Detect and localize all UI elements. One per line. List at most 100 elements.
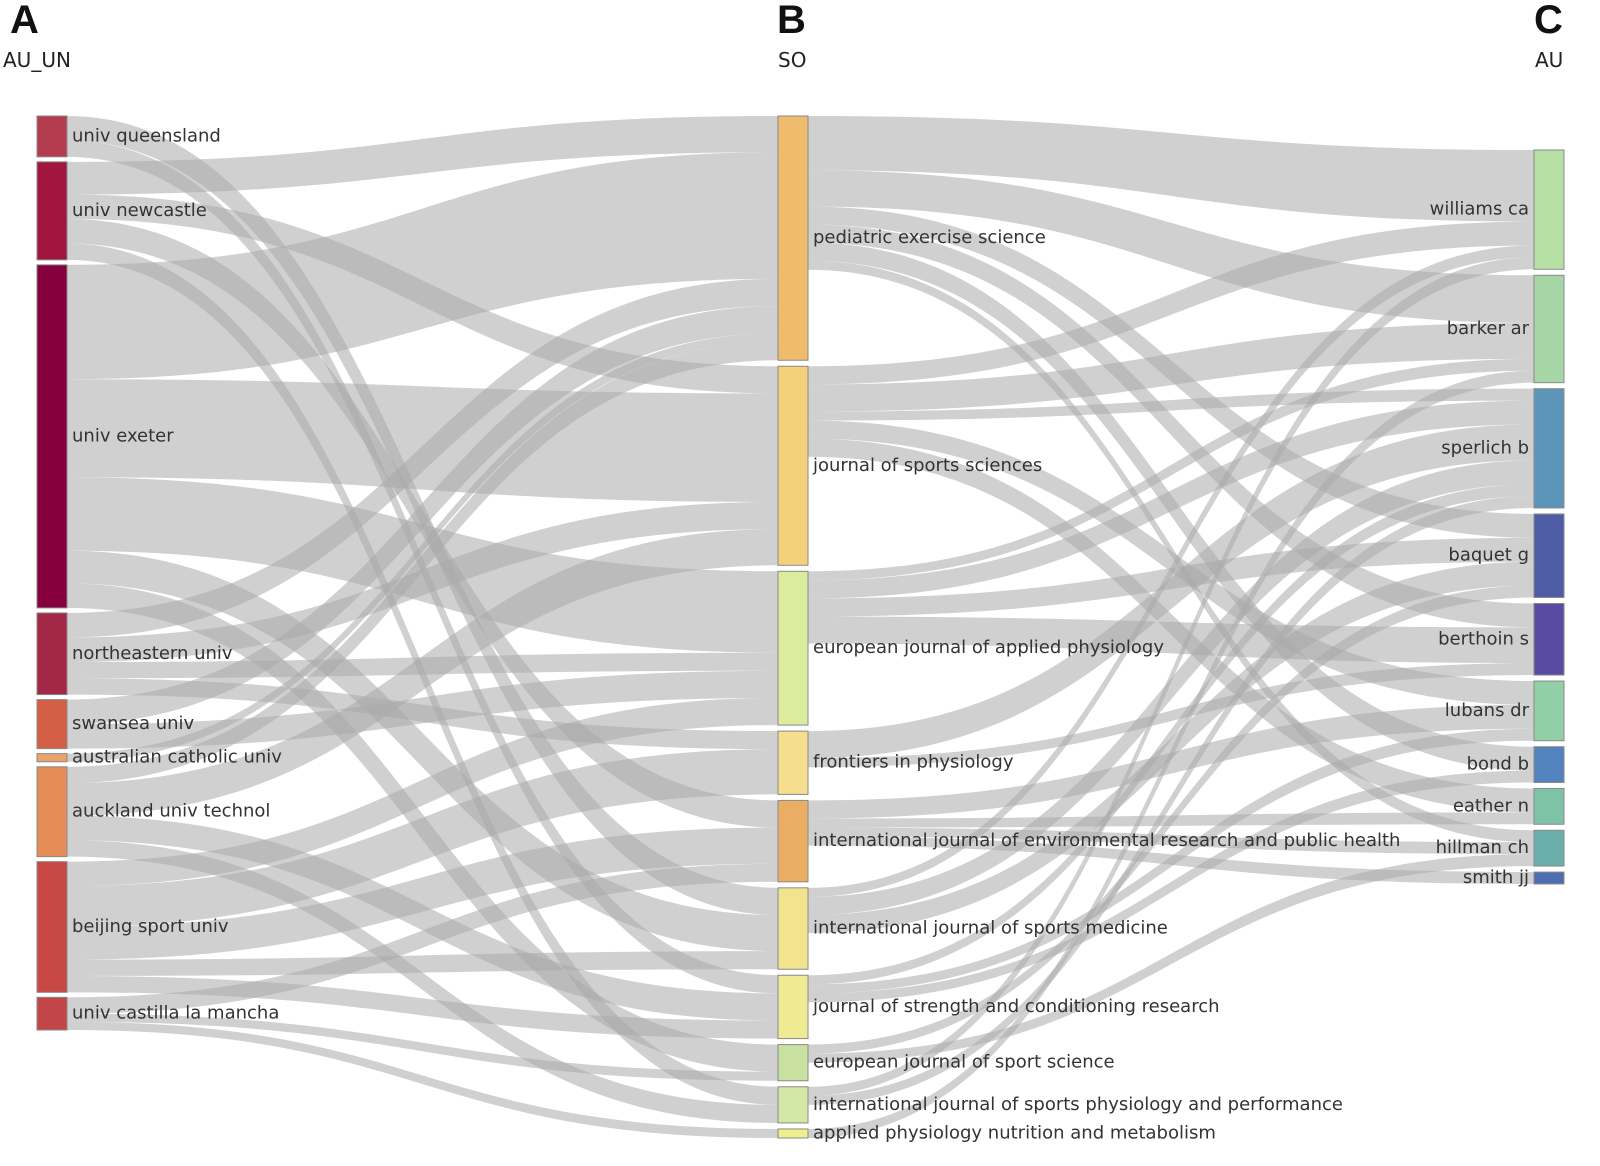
sankey-nodes: univ queensland univ newcastle univ exeter… (36, 115, 1565, 1143)
flow-s_ijspp-to-u_wil (808, 257, 1534, 1096)
flow-s_jss-to-u_bar (808, 323, 1534, 412)
flow-s_apnm-to-u_bar (808, 370, 1534, 1138)
node-s_ejss[interactable] (777, 1044, 809, 1082)
node-s_ejap[interactable] (777, 570, 809, 726)
node-label-a_acu: australian catholic univ (72, 747, 282, 768)
flow-s_jss-to-u_spe (808, 388, 1534, 421)
node-label-a_auk: auckland univ technol (72, 801, 270, 822)
node-label-s_ijerph: international journal of environmental r… (813, 830, 1400, 851)
flow-s_ijsm-to-u_wil (808, 245, 1534, 897)
node-a_acu[interactable] (36, 753, 68, 763)
node-u_smi[interactable] (1533, 871, 1565, 885)
flow-s_pes-to-u_ber (808, 224, 1534, 628)
node-label-u_ber: berthoin s (1438, 628, 1529, 649)
flow-s_jscr-to-u_lub (808, 728, 1534, 994)
node-s_apnm[interactable] (777, 1128, 809, 1139)
flow-a_auk-to-s_ijspp (67, 840, 778, 1123)
flow-s_ijsm-to-u_spe (808, 460, 1534, 915)
node-label-u_smi: smith jj (1463, 867, 1529, 888)
flow-s_ejap-to-u_bar (808, 358, 1534, 581)
column-b-title: SO (778, 48, 807, 72)
node-label-s_pes: pediatric exercise science (813, 227, 1046, 248)
flow-s_ejss-to-u_baq (808, 585, 1534, 1054)
node-u_spe[interactable] (1533, 388, 1565, 509)
flow-a_ne-to-s_pes (67, 278, 778, 638)
node-label-s_ejap: european journal of applied physiology (813, 637, 1164, 658)
node-s_ijsm[interactable] (777, 887, 809, 970)
flow-a_exe-to-s_pes (67, 152, 778, 380)
flow-s_jss-to-u_wil (808, 221, 1534, 385)
node-s_fip[interactable] (777, 730, 809, 795)
node-label-s_jscr: journal of strength and conditioning res… (812, 996, 1220, 1017)
node-a_new[interactable] (36, 161, 68, 261)
node-label-a_qld: univ queensland (72, 125, 221, 146)
node-label-s_ijspp: international journal of sports physiolo… (813, 1094, 1343, 1115)
flow-s_ejap-to-u_baq (808, 537, 1534, 617)
flow-a_auk-to-s_jscr (67, 815, 778, 1021)
flow-s_pes-to-u_bar (808, 170, 1534, 324)
node-label-u_baq: baquet g (1448, 545, 1529, 566)
node-u_wil[interactable] (1533, 149, 1565, 270)
column-a-letter: A (10, 0, 39, 42)
column-c-title: AU (1535, 48, 1564, 72)
flow-a_new-to-s_pes (67, 116, 778, 195)
node-u_bon[interactable] (1533, 746, 1565, 783)
node-a_bei[interactable] (36, 861, 68, 993)
node-label-a_bei: beijing sport univ (72, 916, 229, 937)
node-label-s_apnm: applied physiology nutrition and metabol… (813, 1122, 1216, 1143)
node-u_ber[interactable] (1533, 602, 1565, 676)
node-label-a_clm: univ castilla la mancha (72, 1003, 279, 1024)
column-b-letter: B (777, 0, 806, 42)
flow-s_fip-to-u_ber (808, 663, 1534, 768)
flow-a_auk-to-s_jss (67, 529, 778, 816)
node-label-u_bar: barker ar (1447, 318, 1530, 339)
flow-s_fip-to-u_spe (808, 424, 1534, 759)
flow-s_jscr-to-u_spe (808, 484, 1534, 985)
node-u_eat[interactable] (1533, 787, 1565, 825)
flow-a_swa-to-s_pes (67, 305, 778, 725)
node-u_lub[interactable] (1533, 680, 1565, 742)
flow-s_jscr-to-u_bon (808, 770, 1534, 1003)
flow-a_exe-to-s_ijsm (67, 550, 778, 952)
node-label-a_exe: univ exeter (72, 425, 174, 446)
node-a_swa[interactable] (36, 699, 68, 750)
node-s_ijerph[interactable] (777, 799, 809, 883)
sankey-links (67, 116, 1534, 1138)
node-a_clm[interactable] (36, 996, 68, 1031)
flow-s_ejss-to-u_hil (808, 854, 1534, 1063)
node-s_pes[interactable] (777, 115, 809, 361)
flow-s_ijspp-to-u_spe (808, 496, 1534, 1105)
node-label-a_new: univ newcastle (72, 200, 207, 221)
node-u_hil[interactable] (1533, 829, 1565, 867)
flow-a_bei-to-s_ijerph (67, 827, 778, 960)
node-s_jss[interactable] (777, 365, 809, 566)
node-label-u_bon: bond b (1467, 754, 1529, 775)
node-s_jscr[interactable] (777, 974, 809, 1040)
flow-s_ijsm-to-u_baq (808, 561, 1534, 934)
node-label-u_wil: williams ca (1430, 199, 1529, 220)
node-label-a_ne: northeastern univ (72, 643, 233, 664)
flow-a_exe-to-s_jss (67, 379, 778, 502)
node-a_auk[interactable] (36, 766, 68, 858)
node-label-s_ijsm: international journal of sports medicine (813, 918, 1168, 939)
flow-s_jss-to-u_lub (808, 420, 1534, 705)
node-a_qld[interactable] (36, 115, 68, 158)
flow-a_acu-to-s_pes (67, 333, 778, 762)
column-c-letter: C (1534, 0, 1563, 42)
flow-s_pes-to-u_wil (808, 116, 1534, 222)
flow-a_clm-to-s_ejss (67, 1013, 778, 1081)
node-s_ijspp[interactable] (777, 1086, 809, 1124)
flow-a_bei-to-s_ejap (67, 697, 778, 887)
flow-a_clm-to-s_ijerph (67, 863, 778, 1014)
node-u_bar[interactable] (1533, 274, 1565, 384)
node-a_exe[interactable] (36, 264, 68, 609)
flow-s_ijerph-to-u_lub (808, 704, 1534, 819)
node-u_baq[interactable] (1533, 513, 1565, 598)
flow-s_ijerph-to-u_hil (808, 827, 1534, 855)
column-a-title: AU_UN (3, 48, 71, 72)
node-a_ne[interactable] (36, 612, 68, 696)
node-label-s_fip: frontiers in physiology (813, 752, 1014, 773)
flow-a_auk-to-s_pes (67, 342, 778, 784)
node-label-u_lub: lubans dr (1445, 700, 1530, 721)
